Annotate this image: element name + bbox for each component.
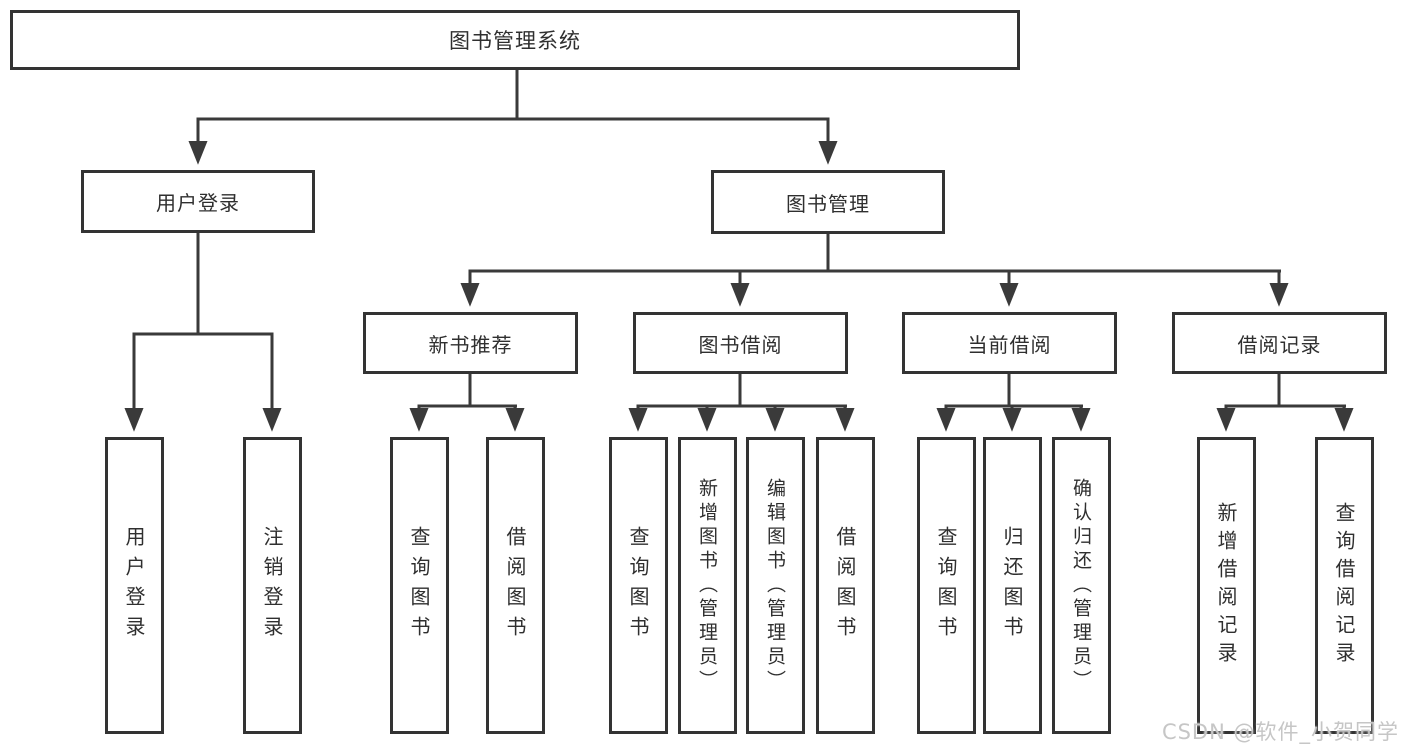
leaf-edit-books-admin: 编辑图书（管理员）	[746, 437, 805, 734]
node-root-label: 图书管理系统	[449, 29, 581, 53]
leaf-query-books-current-label: 查询图书	[934, 525, 958, 646]
node-current-borrow-label: 当前借阅	[967, 332, 1052, 357]
leaf-borrow-books: 借阅图书	[816, 437, 875, 734]
leaf-query-books-borrow: 查询图书	[609, 437, 668, 734]
node-new-book-recommend: 新书推荐	[363, 312, 578, 374]
leaf-add-books-admin-label: 新增图书（管理员）	[696, 477, 718, 694]
node-current-borrow: 当前借阅	[902, 312, 1117, 374]
csdn-watermark: CSDN @软件_小贺同学	[1161, 720, 1399, 744]
leaf-query-books-recommend-label: 查询图书	[407, 525, 431, 646]
node-root-system: 图书管理系统	[10, 10, 1020, 70]
leaf-confirm-return-admin: 确认归还（管理员）	[1052, 437, 1111, 734]
leaf-confirm-return-admin-label: 确认归还（管理员）	[1070, 477, 1092, 694]
node-book-management: 图书管理	[711, 170, 945, 234]
leaf-borrow-books-recommend-label: 借阅图书	[503, 525, 527, 646]
leaf-return-books: 归还图书	[983, 437, 1042, 734]
leaf-user-login-label: 用户登录	[122, 525, 146, 646]
leaf-return-books-label: 归还图书	[1000, 525, 1024, 646]
leaf-logout-label: 注销登录	[260, 525, 284, 646]
node-user-login: 用户登录	[81, 170, 315, 233]
leaf-add-books-admin: 新增图书（管理员）	[678, 437, 737, 734]
node-user-login-label: 用户登录	[156, 191, 240, 215]
node-book-borrow-label: 图书借阅	[698, 332, 783, 357]
node-book-borrow: 图书借阅	[633, 312, 848, 374]
leaf-edit-books-admin-label: 编辑图书（管理员）	[764, 477, 786, 694]
leaf-user-login: 用户登录	[105, 437, 164, 734]
leaf-borrow-books-label: 借阅图书	[833, 525, 857, 646]
leaf-query-books-recommend: 查询图书	[390, 437, 449, 734]
leaf-add-borrow-record: 新增借阅记录	[1197, 437, 1256, 734]
leaf-query-borrow-record-label: 查询借阅记录	[1332, 501, 1356, 670]
node-borrow-records: 借阅记录	[1172, 312, 1387, 374]
leaf-add-borrow-record-label: 新增借阅记录	[1214, 501, 1238, 670]
leaf-query-borrow-record: 查询借阅记录	[1315, 437, 1374, 734]
node-book-management-label: 图书管理	[786, 191, 870, 216]
leaf-query-books-current: 查询图书	[917, 437, 976, 734]
leaf-borrow-books-recommend: 借阅图书	[486, 437, 545, 734]
leaf-logout: 注销登录	[243, 437, 302, 734]
node-new-book-recommend-label: 新书推荐	[428, 332, 513, 357]
leaf-query-books-borrow-label: 查询图书	[626, 525, 650, 646]
node-borrow-records-label: 借阅记录	[1237, 332, 1322, 357]
